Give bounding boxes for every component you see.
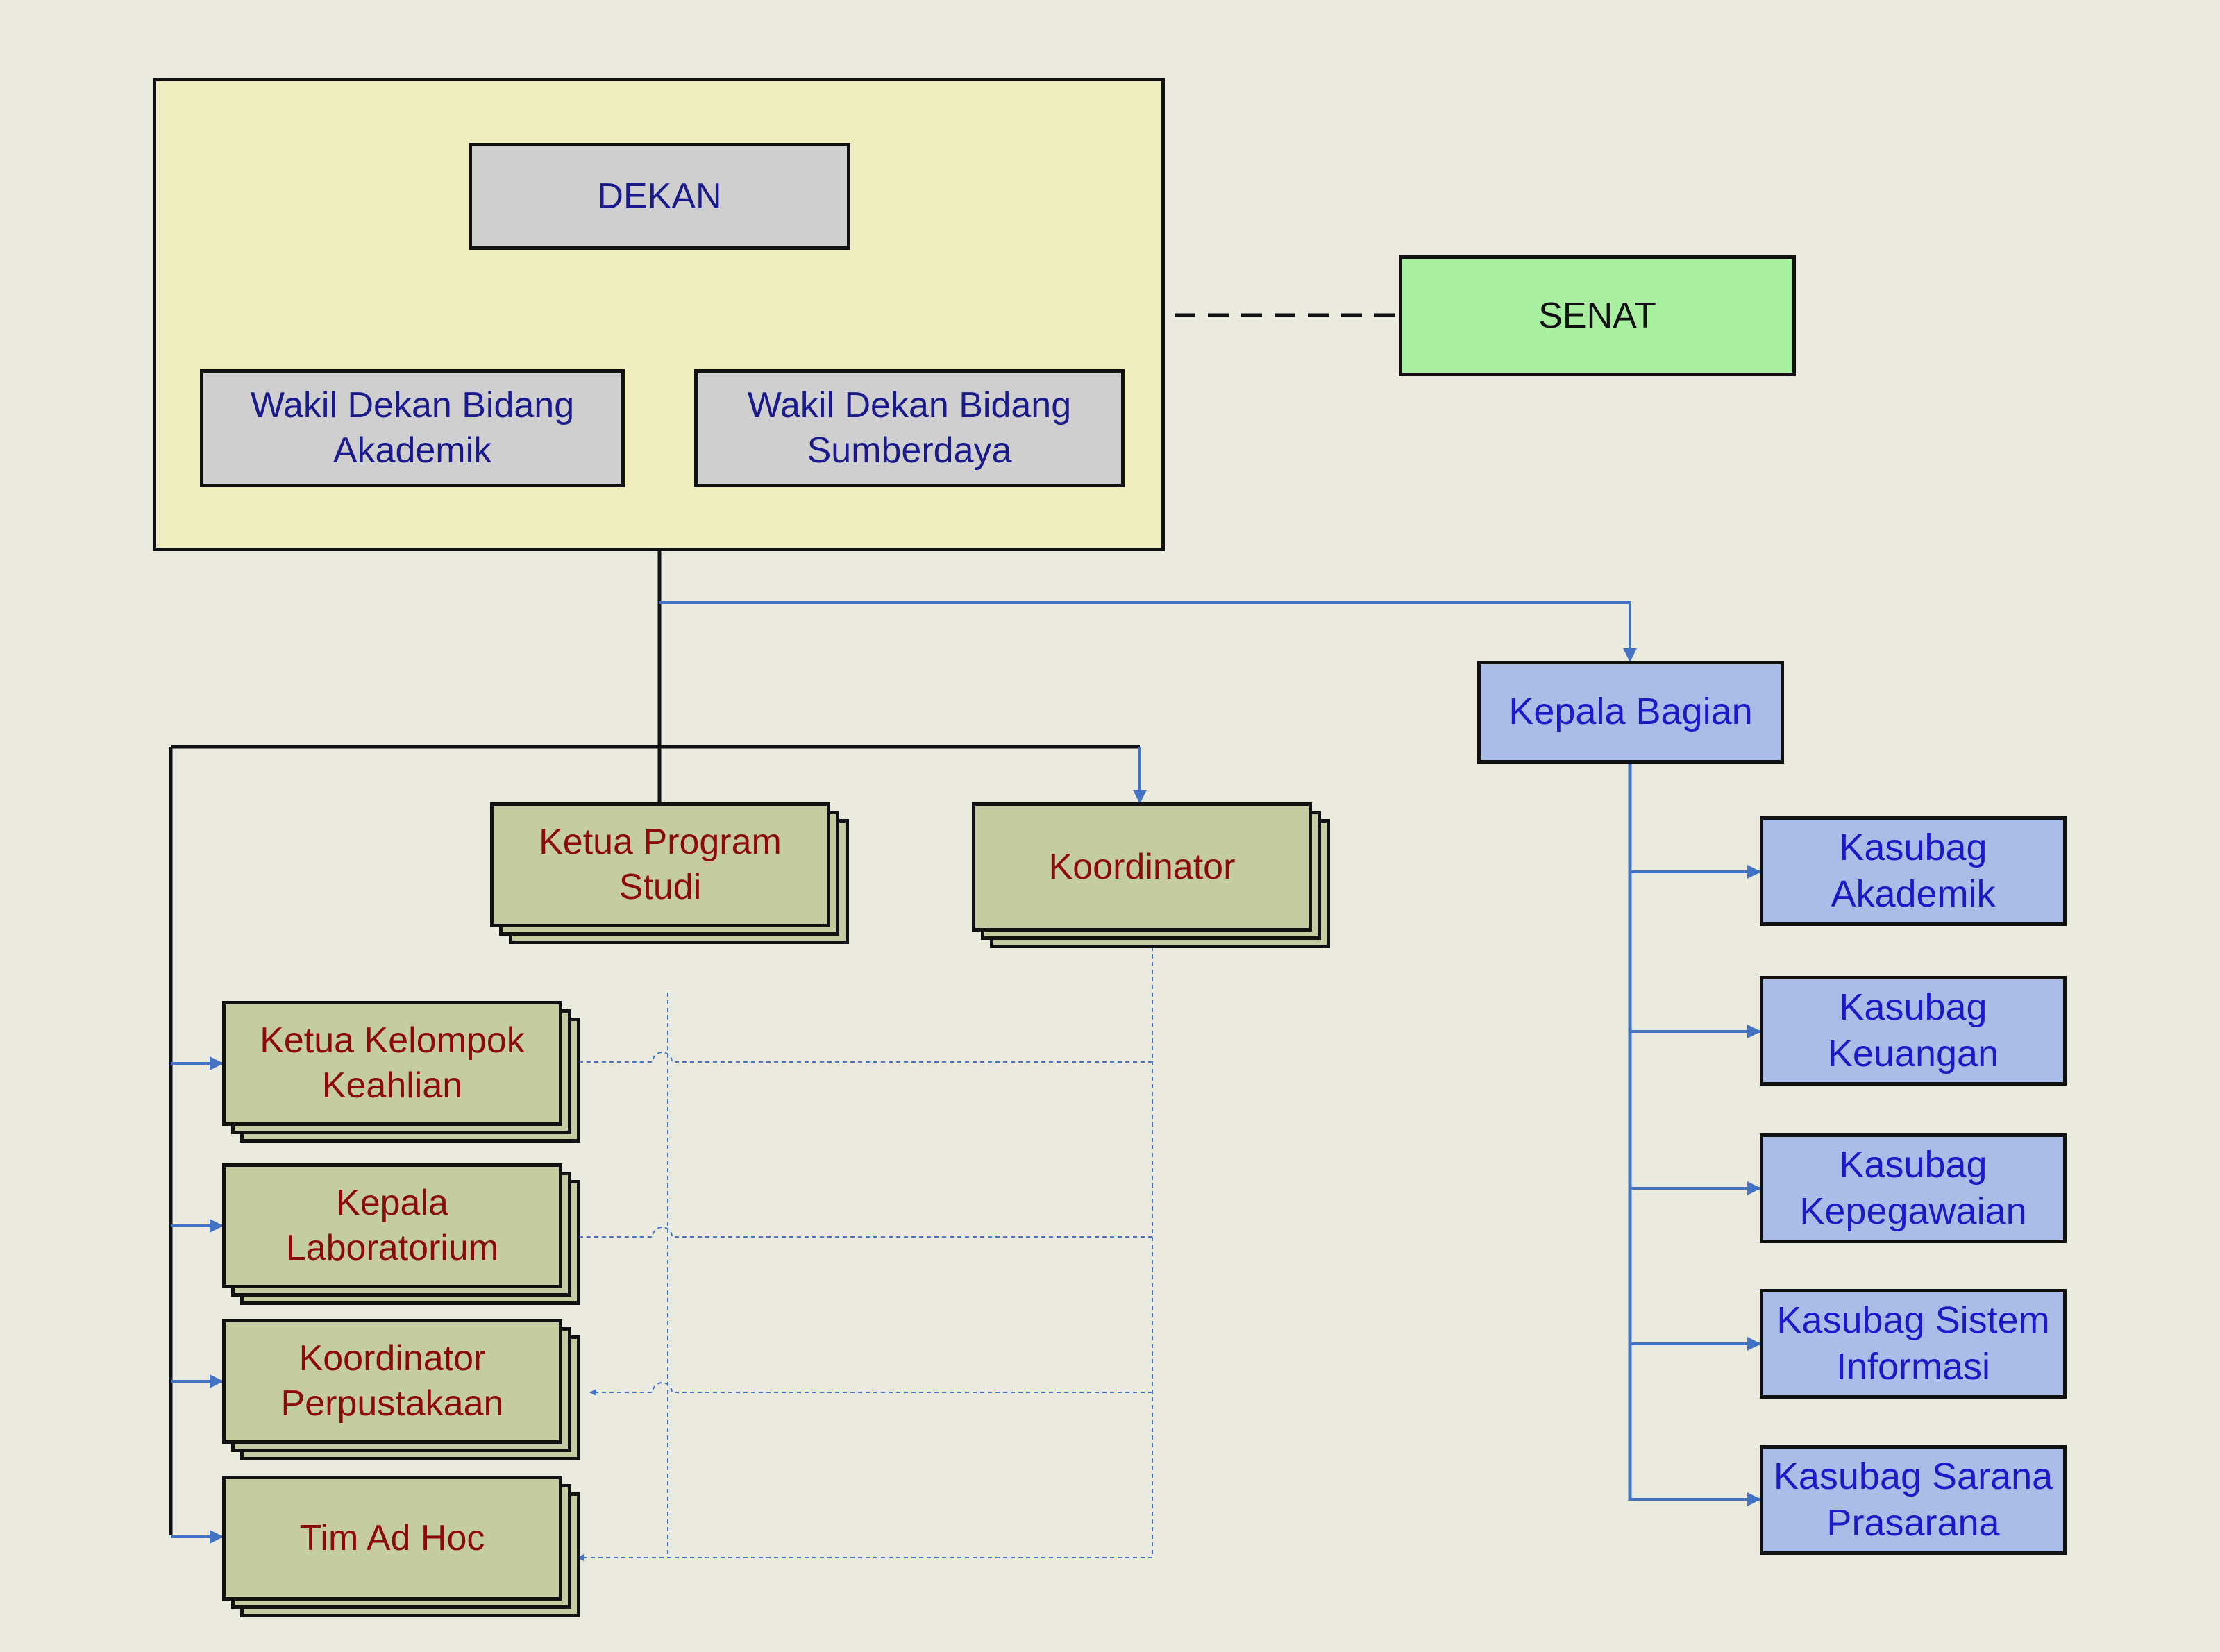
dotted-to-ketua-kk bbox=[569, 1052, 1152, 1065]
wakil-dekan-akademik-box[interactable]: Wakil Dekan Bidang Akademik bbox=[200, 369, 625, 487]
wakil-dekan-sumberdaya-box[interactable]: Wakil Dekan Bidang Sumberdaya bbox=[694, 369, 1125, 487]
kasubag-keuangan-box[interactable]: Kasubag Keuangan bbox=[1760, 976, 2067, 1086]
senat-box[interactable]: SENAT bbox=[1399, 255, 1796, 376]
koordinator-perpustakaan-box[interactable]: Koordinator Perpustakaan bbox=[222, 1319, 562, 1444]
dotted-to-koordinator-perpustakaan bbox=[589, 1382, 1152, 1396]
kepala-laboratorium-box[interactable]: Kepala Laboratorium bbox=[222, 1163, 562, 1288]
kepala-bagian-box[interactable]: Kepala Bagian bbox=[1477, 661, 1784, 764]
dekan-box[interactable]: DEKAN bbox=[469, 143, 850, 250]
koordinator-box[interactable]: Koordinator bbox=[972, 802, 1312, 932]
kasubag-sistem-informasi-box[interactable]: Kasubag Sistem Informasi bbox=[1760, 1289, 2067, 1399]
kasubag-sarana-prasarana-box[interactable]: Kasubag Sarana Prasarana bbox=[1760, 1445, 2067, 1555]
ketua-kelompok-keahlian-box[interactable]: Ketua Kelompok Keahlian bbox=[222, 1001, 562, 1126]
ketua-program-studi-box[interactable]: Ketua Program Studi bbox=[490, 802, 830, 927]
kasubag-kepegawaian-box[interactable]: Kasubag Kepegawaian bbox=[1760, 1133, 2067, 1243]
kasubag-akademik-box[interactable]: Kasubag Akademik bbox=[1760, 816, 2067, 926]
dotted-to-kepala-lab bbox=[570, 1227, 1152, 1240]
group-to-kepala-bagian-arrow bbox=[659, 601, 1637, 662]
tim-ad-hoc-box[interactable]: Tim Ad Hoc bbox=[222, 1476, 562, 1601]
